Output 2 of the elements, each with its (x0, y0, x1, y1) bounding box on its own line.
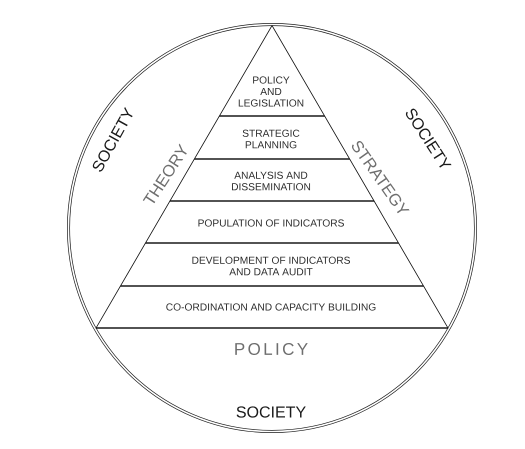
ring-label: SOCIETY (236, 406, 306, 418)
base-label: POLICY (235, 342, 308, 356)
